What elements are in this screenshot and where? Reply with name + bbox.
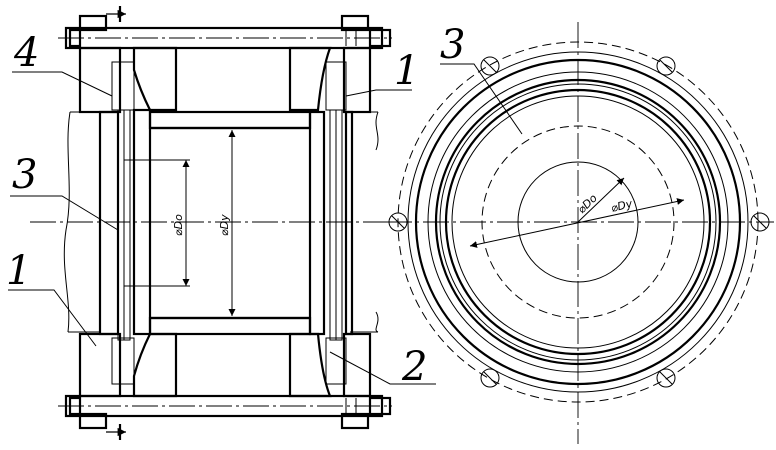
- callout-leader-end: [440, 63, 523, 135]
- dimension-dy-end-label: ⌀Dy: [610, 197, 635, 215]
- callout-number-1-top: 1: [394, 48, 419, 94]
- left-seal-ring: [111, 61, 135, 385]
- callout-leaders: [8, 71, 436, 385]
- section-cut-mark-top: [106, 6, 126, 22]
- callout-number-2: 2: [401, 344, 427, 390]
- bottom-tie-rod: [58, 394, 392, 430]
- callout-number-4: 4: [13, 30, 39, 76]
- dimension-do-section: ⌀Do: [172, 160, 190, 286]
- dimension-do-label: ⌀Do: [172, 214, 185, 236]
- section-view: ⌀Do ⌀Dy 4 1 3 1 2: [6, 6, 436, 440]
- top-tie-rod: [58, 14, 392, 50]
- dimension-dy-label: ⌀Dy: [218, 214, 231, 236]
- callout-number-3-end: 3: [440, 22, 465, 68]
- callout-number-3-section: 3: [12, 152, 37, 198]
- dimension-dy-section: ⌀Dy: [218, 130, 236, 316]
- section-cut-mark-bottom: [106, 424, 126, 440]
- callout-number-1-bottom: 1: [6, 248, 31, 294]
- dimension-dy-end: ⌀Dy: [469, 197, 685, 248]
- bolt-holes: [388, 56, 770, 388]
- end-view: ⌀Do ⌀Dy 3: [386, 22, 774, 444]
- dimension-do-end-label: ⌀Do: [575, 191, 600, 216]
